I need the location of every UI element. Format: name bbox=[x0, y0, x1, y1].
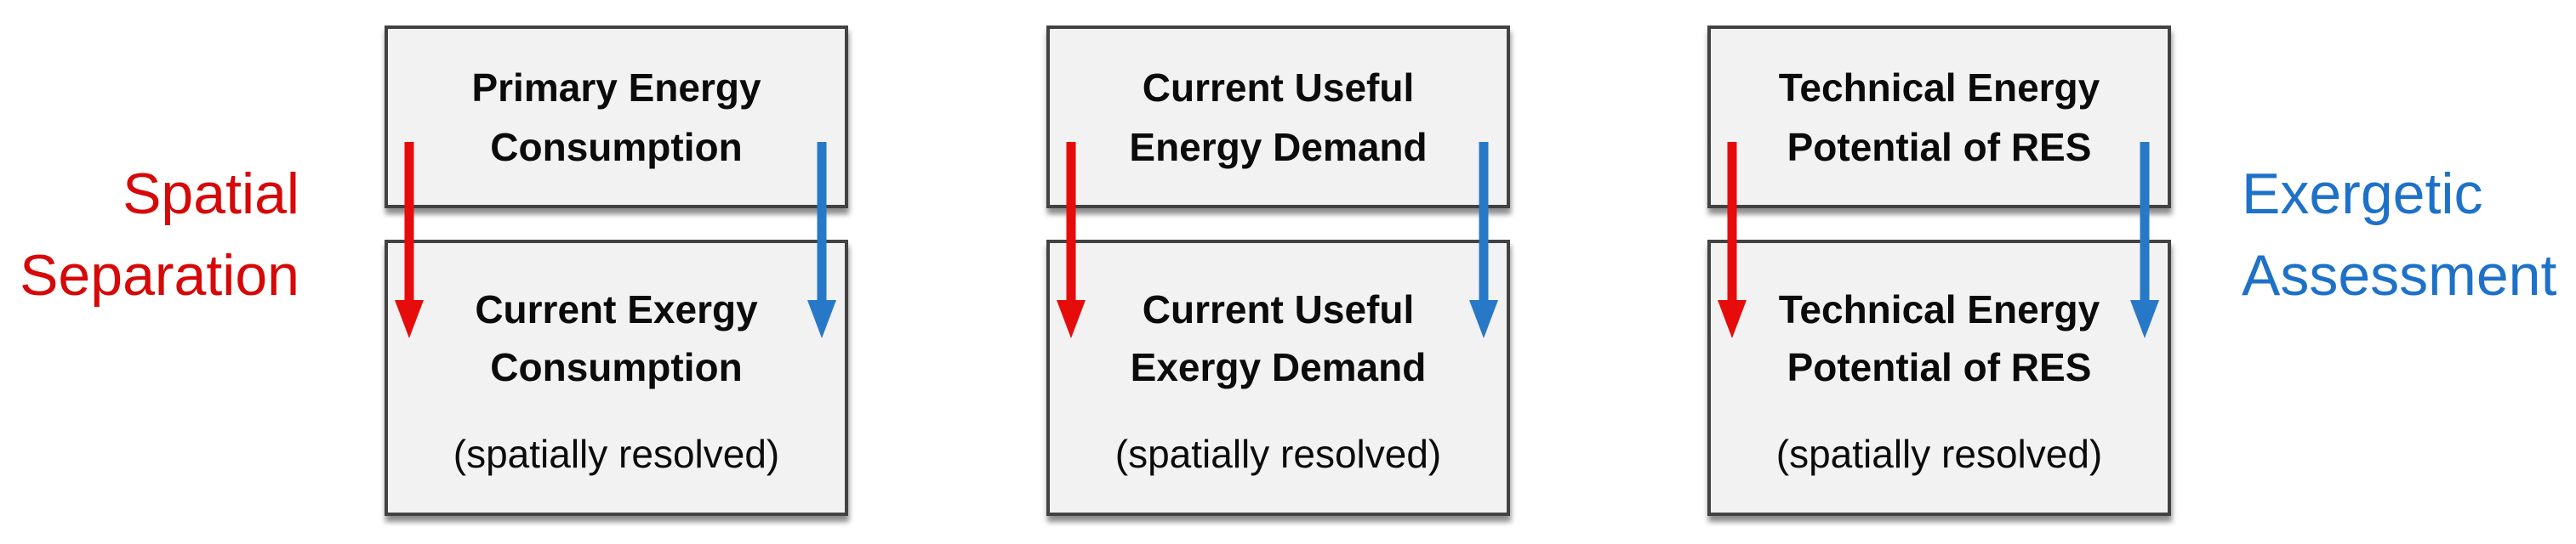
spatially-resolved-note: (spatially resolved) bbox=[453, 432, 780, 476]
bottom-box-title: Current Exergy Consumption bbox=[475, 280, 757, 396]
spatial-separation-label: Spatial Separation bbox=[0, 153, 299, 316]
column-useful-demand: Current Useful Energy Demand Current Use… bbox=[1046, 0, 1510, 544]
red-down-arrow bbox=[1718, 142, 1747, 338]
bottom-box-line2: Potential of RES bbox=[1787, 345, 2092, 389]
top-box-line1: Current Useful bbox=[1142, 65, 1415, 110]
bottom-box-title: Current Useful Exergy Demand bbox=[1131, 280, 1427, 396]
spatially-resolved-note: (spatially resolved) bbox=[1775, 432, 2103, 476]
top-box-useful-energy-demand: Current Useful Energy Demand bbox=[1046, 26, 1510, 208]
bottom-box-line1: Technical Energy bbox=[1778, 287, 2100, 332]
red-down-arrow bbox=[1057, 142, 1086, 338]
red-down-arrow bbox=[395, 142, 424, 338]
bottom-box-current-exergy: Current Exergy Consumption (spatially re… bbox=[385, 240, 848, 516]
bottom-box-res-potential: Technical Energy Potential of RES (spati… bbox=[1707, 240, 2171, 516]
top-box-line1: Technical Energy bbox=[1778, 65, 2100, 110]
column-primary-energy: Primary Energy Consumption Current Exerg… bbox=[385, 0, 848, 544]
top-box-line2: Consumption bbox=[490, 124, 743, 169]
blue-down-arrow bbox=[807, 142, 836, 338]
bottom-box-useful-exergy-demand: Current Useful Exergy Demand (spatially … bbox=[1046, 240, 1510, 516]
spatially-resolved-note: (spatially resolved) bbox=[1114, 432, 1442, 476]
spatial-separation-label-line2: Separation bbox=[20, 243, 299, 308]
exergetic-assessment-label: Exergetic Assessment bbox=[2242, 153, 2556, 316]
top-box-line2: Potential of RES bbox=[1787, 124, 2092, 169]
bottom-box-line1: Current Exergy bbox=[475, 287, 758, 332]
bottom-box-line2: Consumption bbox=[490, 345, 743, 389]
top-box-line1: Primary Energy bbox=[471, 65, 761, 110]
exergetic-assessment-label-line2: Assessment bbox=[2242, 243, 2557, 308]
blue-down-arrow bbox=[2130, 142, 2159, 338]
top-box-line2: Energy Demand bbox=[1129, 124, 1428, 169]
bottom-box-line1: Current Useful bbox=[1142, 287, 1415, 332]
bottom-box-line2: Exergy Demand bbox=[1130, 345, 1427, 389]
top-box-res-potential: Technical Energy Potential of RES bbox=[1707, 26, 2171, 208]
top-box-primary-energy: Primary Energy Consumption bbox=[385, 26, 848, 208]
column-res-potential: Technical Energy Potential of RES Techni… bbox=[1707, 0, 2171, 544]
exergetic-assessment-label-line1: Exergetic bbox=[2242, 162, 2483, 226]
spatial-separation-label-line1: Spatial bbox=[123, 162, 299, 226]
blue-down-arrow bbox=[1469, 142, 1498, 338]
bottom-box-title: Technical Energy Potential of RES bbox=[1779, 280, 2100, 396]
